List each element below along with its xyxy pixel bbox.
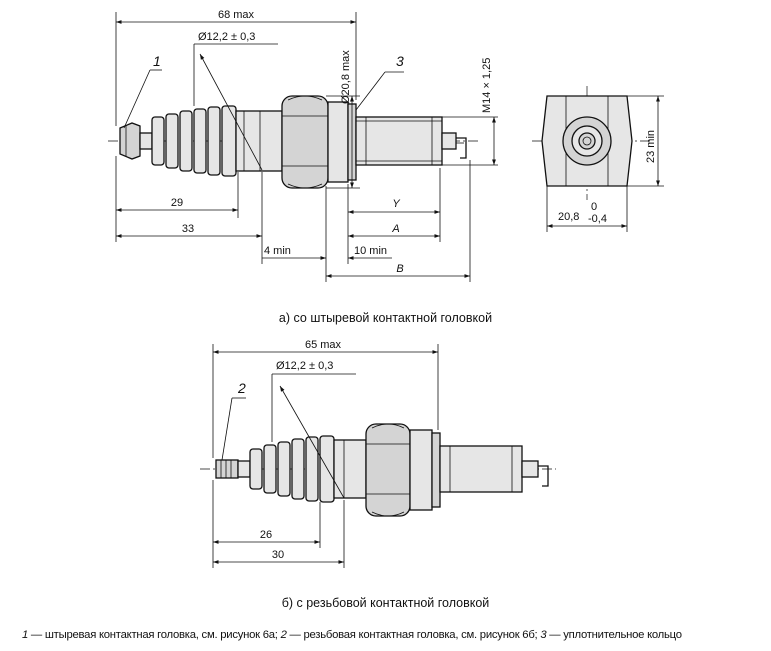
dim-33: 33 [182,223,194,235]
dim-end-height: 23 min [645,130,657,163]
legend-text-1: — штыревая контактная головка, см. рисун… [28,629,281,641]
dim-hex-diameter: Ø20,8 max [340,50,352,104]
caption-b: б) с резьбовой контактной головкой [281,596,490,610]
ribbed-insulator-b [249,435,335,503]
dim-overall-a: 68 max [218,9,255,21]
label-3: 3 [396,53,404,69]
legend-num-1: 1 [22,629,29,641]
legend-num-2: 2 [280,629,287,641]
dim-30: 30 [272,549,284,561]
dim-diameter-b: Ø12,2 ± 0,3 [276,360,333,372]
dim-a: A [391,223,399,235]
dim-4min: 4 min [264,245,291,257]
legend-num-3: 3 [540,629,547,641]
dim-26: 26 [260,529,272,541]
dim-end-tol-lower: -0,4 [588,213,607,225]
legend: 1 — штыревая контактная головка, см. рис… [22,629,682,641]
ribbed-insulator-a [151,105,237,177]
label-1: 1 [153,53,161,69]
dim-y: Y [392,198,400,210]
label-2: 2 [237,380,246,396]
view-a-drawing: 68 max Ø12,2 ± 0,3 Ø20,8 max M14 × 1,25 … [108,9,498,282]
dim-10min: 10 min [354,245,387,257]
dim-overall-b: 65 max [305,339,342,351]
dim-end-width: 20,8 [558,211,579,223]
legend-text-2: — резьбовая контактная головка, см. рису… [286,629,541,641]
hex-nut-b [365,423,411,517]
dim-thread: M14 × 1,25 [481,58,493,113]
dim-diameter-a: Ø12,2 ± 0,3 [198,31,255,43]
dim-29: 29 [171,197,183,209]
dim-end-tol-upper: 0 [591,201,597,213]
view-b-drawing: 65 max Ø12,2 ± 0,3 2 26 30 [200,339,556,568]
caption-a: а) со штыревой контактной головкой [278,311,493,325]
hex-nut-a [281,95,329,189]
legend-text-3: — уплотнительное кольцо [546,629,682,641]
end-view-drawing: 23 min 20,8 0 -0,4 [532,86,664,232]
dim-b: B [396,263,403,275]
